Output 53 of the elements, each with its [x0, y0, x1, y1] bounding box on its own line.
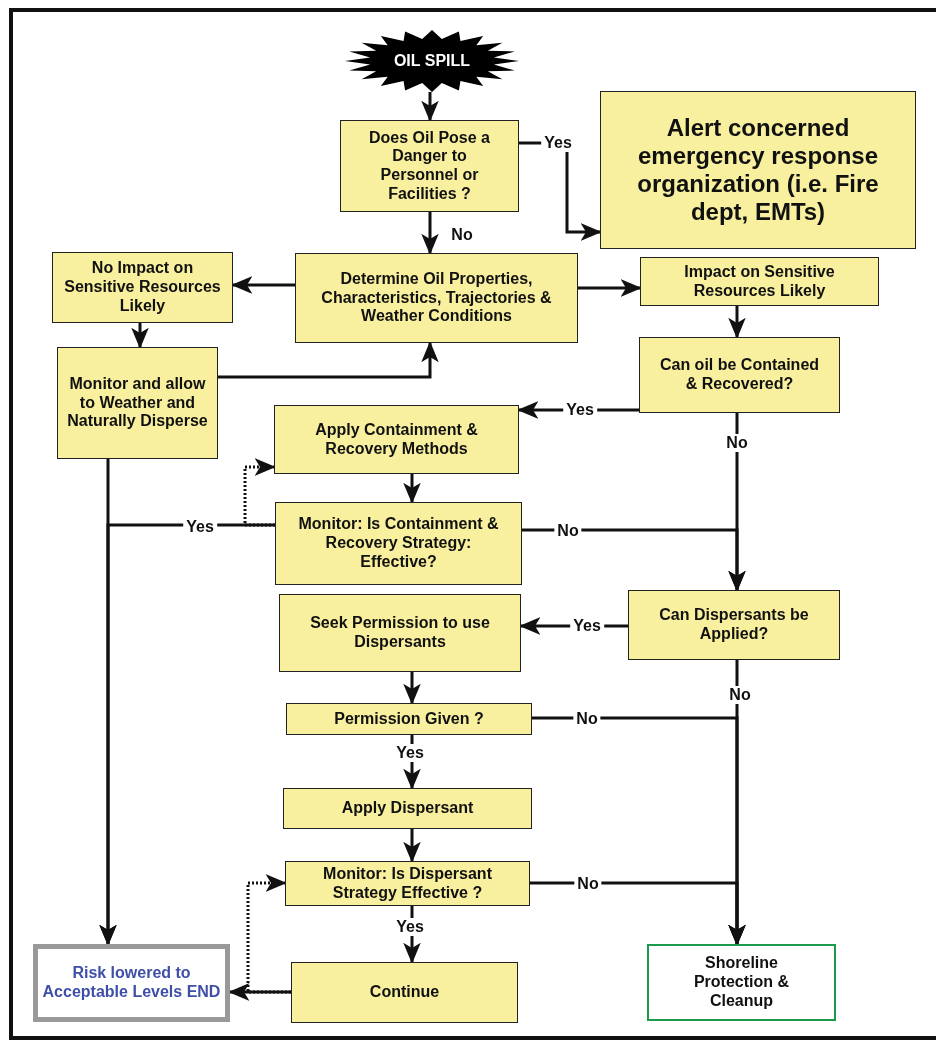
arrow	[421, 212, 439, 255]
arrow	[218, 341, 439, 379]
arrow	[99, 459, 117, 946]
node-label: Monitor: Is Dispersant Strategy Effective ?	[322, 864, 493, 903]
process-box	[600, 91, 916, 249]
arrow	[403, 672, 421, 705]
arrow	[522, 528, 746, 592]
arrow	[403, 474, 421, 504]
arrow	[228, 983, 291, 1001]
node-label: Impact on Sensitive Resources Likely	[683, 262, 836, 301]
process-box	[283, 788, 532, 829]
arrow	[131, 323, 149, 349]
node-label: Seek Permission to use Dispersants	[309, 614, 491, 652]
node-label: Shoreline Protection & Cleanup	[692, 954, 791, 1011]
process-box	[52, 252, 233, 323]
arrow	[578, 279, 642, 297]
node-label: Monitor: Is Containment & Recovery Strategy: Effective?	[297, 515, 500, 572]
process-box	[275, 502, 522, 585]
process-box	[628, 590, 840, 660]
arrow	[421, 92, 439, 122]
terminal-box	[33, 944, 230, 1022]
node-label: Monitor and allow to Weather and Naturally Disperse	[66, 374, 209, 432]
process-box	[291, 962, 518, 1023]
node-label: No Impact on Sensitive Resources Likely	[63, 259, 222, 316]
node-label: Continue	[368, 983, 441, 1002]
node-label: Apply Containment & Recovery Methods	[314, 420, 479, 459]
edge-label: Yes	[393, 918, 427, 936]
node-label: Determine Oil Properties, Characteristics, Trajectories & Weather Conditions	[320, 269, 553, 327]
process-box	[57, 347, 218, 459]
process-box	[640, 257, 879, 306]
dotted-arrow	[246, 874, 291, 994]
node-label: Permission Given ?	[333, 709, 485, 729]
edge-label: Yes	[393, 744, 427, 762]
node-label: OIL SPILL	[392, 51, 472, 71]
process-box	[279, 594, 521, 672]
arrow	[530, 881, 746, 946]
node-label: Apply Dispersant	[340, 799, 475, 818]
node-label: Risk lowered to Acceptable Levels END	[41, 964, 222, 1002]
process-box	[286, 703, 532, 735]
process-box	[285, 861, 530, 906]
node-label: Does Oil Pose a Danger to Personnel or Facilities ?	[368, 128, 491, 204]
node-label: Alert concerned emergency response organization (i.e. Fire dept, EMTs)	[636, 113, 880, 227]
process-box	[295, 253, 578, 343]
process-box	[274, 405, 519, 474]
arrow	[403, 829, 421, 863]
arrow	[231, 276, 295, 294]
arrow	[728, 306, 746, 339]
node-label: Can Dispersants be Applied?	[658, 606, 810, 644]
process-box	[639, 337, 840, 413]
edge-label: Yes	[541, 134, 575, 152]
node-label: Can oil be Contained & Recovered?	[658, 356, 821, 394]
terminal-box	[647, 944, 836, 1021]
process-box	[340, 120, 519, 212]
